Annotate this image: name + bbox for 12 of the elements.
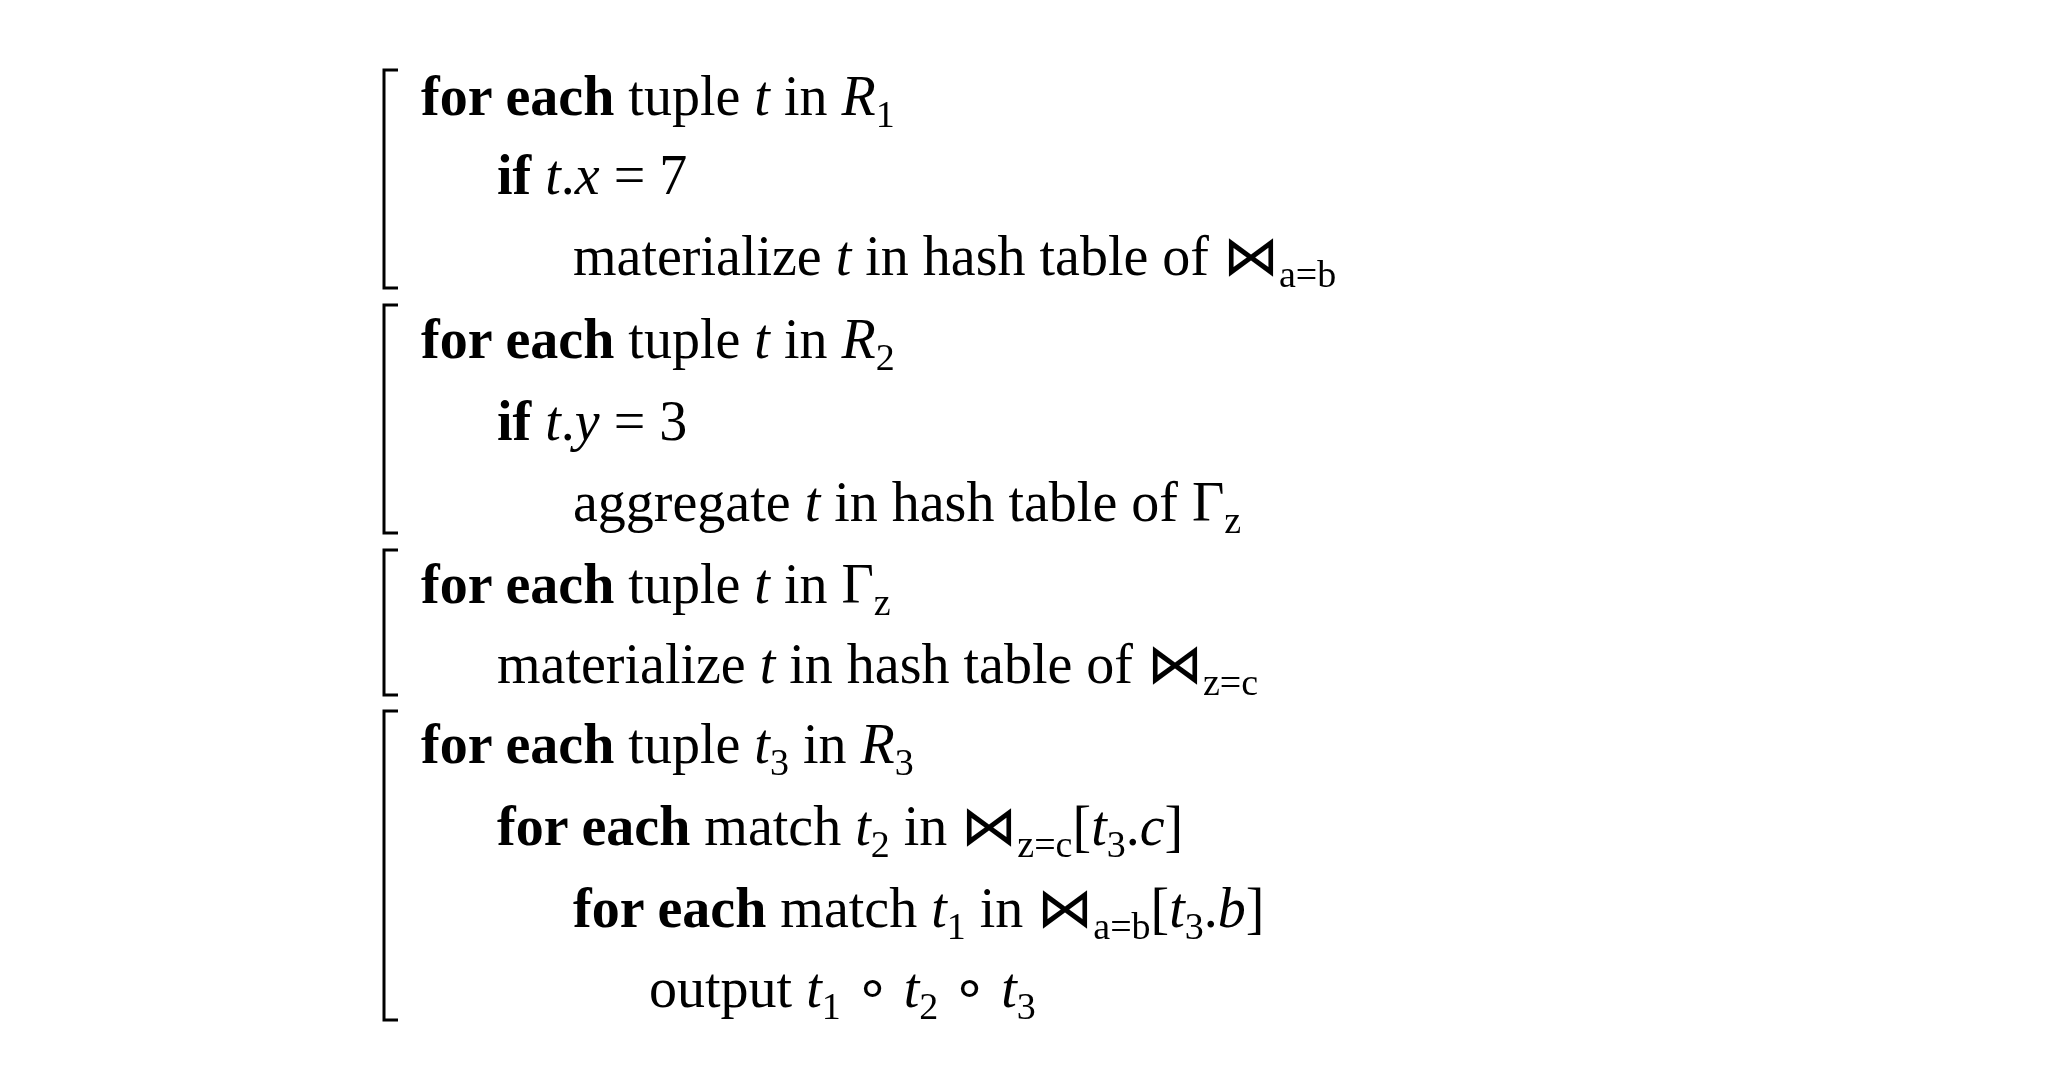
code-line: for each tuple t in Γ$_{z}$ (421, 552, 891, 626)
code-line: for each tuple t in R$_{2}$ (421, 307, 895, 381)
code-line: if t.x = 7 (497, 143, 688, 208)
code-line: for each match t$_{1}$ in ⋈$_{a=b}$[t$_{3}$.b] (573, 876, 1265, 950)
code-line: for each tuple t$_{3}$ in R$_{3}$ (421, 712, 914, 786)
code-line: for each tuple t in R$_{1}$ (421, 64, 895, 138)
code-line: materialize t in hash table of ⋈$_{a=b}$ (573, 224, 1337, 298)
code-line: aggregate t in hash table of Γ$_{z}$ (573, 470, 1242, 544)
code-line: if t.y = 3 (497, 389, 688, 454)
code-line: materialize t in hash table of ⋈$_{z=c}$ (497, 632, 1259, 706)
code-line: for each match t$_{2}$ in ⋈$_{z=c}$[t$_{3}$.c] (497, 794, 1184, 868)
code-line: output t$_{1}$ ∘ t$_{2}$ ∘ t$_{3}$ (649, 956, 1036, 1030)
